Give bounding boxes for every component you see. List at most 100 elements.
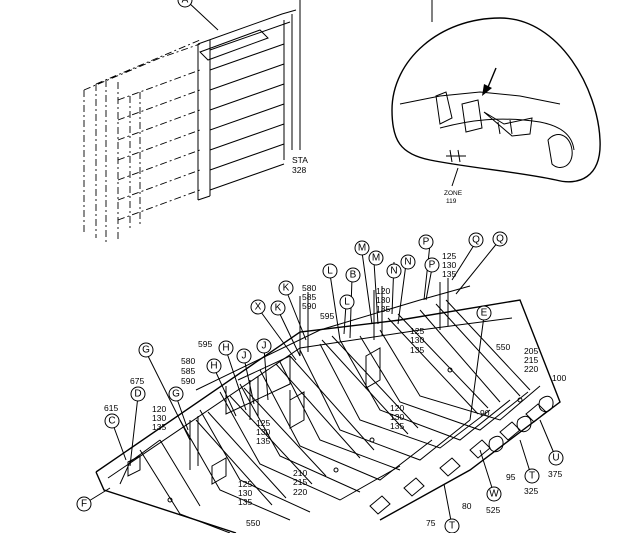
callout-e: E (476, 305, 492, 321)
num-215: 215 (524, 355, 538, 365)
svg-text:Q: Q (472, 235, 480, 246)
svg-text:B: B (350, 270, 357, 281)
svg-text:K: K (283, 283, 290, 294)
svg-text:L: L (327, 266, 333, 277)
num-80: 80 (462, 501, 472, 511)
part-number-labels: 125 130 135 580 585 590 595 120 130 135 … (104, 251, 566, 528)
num-75: 75 (426, 518, 436, 528)
svg-text:P: P (429, 260, 436, 271)
num-120-mid: 120 (390, 403, 404, 413)
svg-text:D: D (134, 389, 141, 400)
num-125-n: 125 (410, 326, 424, 336)
callout-m2: M (368, 250, 384, 266)
num-215: 215 (293, 477, 307, 487)
num-135-j: 135 (256, 436, 270, 446)
num-95: 95 (506, 472, 516, 482)
num-120-left: 120 (152, 404, 166, 414)
callout-w: W (486, 486, 502, 502)
num-325: 325 (524, 486, 538, 496)
station-label-sta: STA (292, 155, 308, 165)
svg-text:C: C (108, 416, 115, 427)
num-135-m: 135 (376, 304, 390, 314)
svg-text:X: X (255, 302, 262, 313)
callout-p2: P (424, 257, 440, 273)
callout-j2: J (236, 348, 252, 364)
callout-b: B (345, 267, 361, 283)
callout-p1: P (418, 234, 434, 250)
callout-a (177, 0, 193, 8)
svg-text:F: F (81, 499, 87, 510)
callout-g2: G (168, 386, 184, 402)
callout-u: U (548, 450, 564, 466)
num-525: 525 (486, 505, 500, 515)
num-90: 90 (480, 408, 490, 418)
callout-j1: J (256, 338, 272, 354)
svg-text:P: P (423, 237, 430, 248)
callout-x: X (250, 299, 266, 315)
zone-label-119: 119 (446, 198, 457, 205)
num-375: 375 (548, 469, 562, 479)
zone-label-zone: ZONE (444, 190, 463, 197)
num-130-top: 130 (442, 260, 456, 270)
callout-k1: K (278, 280, 294, 296)
callout-g1: G (138, 342, 154, 358)
num-595-h: 595 (198, 339, 212, 349)
num-590-k: 590 (302, 301, 316, 311)
callout-q1: Q (468, 232, 484, 248)
svg-text:W: W (489, 489, 499, 500)
callout-t2: T (444, 518, 460, 533)
num-210: 210 (293, 468, 307, 478)
equipment-rack-view: A STA 328 (83, 0, 308, 244)
callout-l1: L (322, 263, 338, 279)
num-580-h: 580 (181, 356, 195, 366)
callout-t1: T (524, 468, 540, 484)
callout-k2: K (270, 300, 286, 316)
num-550-right: 550 (496, 342, 510, 352)
callout-c: C (104, 413, 120, 429)
aircraft-nose-locator-view: ZONE 119 (391, 0, 601, 205)
num-130-m: 130 (376, 295, 390, 305)
num-120-m: 120 (376, 286, 390, 296)
num-125-j: 125 (256, 418, 270, 428)
station-label-328: 328 (292, 165, 306, 175)
svg-text:N: N (404, 257, 411, 268)
num-220: 220 (524, 364, 538, 374)
callout-h1: H (218, 340, 234, 356)
num-130-mid: 130 (390, 412, 404, 422)
callout-n2: N (386, 263, 402, 279)
svg-text:J: J (242, 351, 247, 362)
num-100: 100 (552, 373, 566, 383)
callout-n1: N (400, 254, 416, 270)
num-675: 675 (130, 376, 144, 386)
svg-text:N: N (390, 266, 397, 277)
svg-text:T: T (529, 471, 535, 482)
num-135-top: 135 (442, 269, 456, 279)
num-135-n: 135 (410, 345, 424, 355)
num-130-n: 130 (410, 335, 424, 345)
num-595-k: 595 (320, 311, 334, 321)
callout-m1: M (354, 240, 370, 256)
num-585-h: 585 (181, 366, 195, 376)
num-135-left: 135 (152, 422, 166, 432)
callout-d: D (130, 386, 146, 402)
svg-text:J: J (262, 341, 267, 352)
num-585-k: 585 (302, 292, 316, 302)
callout-a-letter: A (182, 0, 189, 6)
callout-f: F (76, 496, 92, 512)
num-130-left: 130 (152, 413, 166, 423)
num-135-mid: 135 (390, 421, 404, 431)
callout-q2: Q (492, 231, 508, 247)
num-590-h: 590 (181, 376, 195, 386)
svg-text:M: M (372, 253, 380, 264)
rack-assembly-exploded-view (95, 278, 561, 533)
svg-text:H: H (210, 361, 217, 372)
callout-l2: L (339, 294, 355, 310)
svg-text:L: L (344, 297, 350, 308)
svg-text:G: G (142, 345, 150, 356)
svg-text:T: T (449, 521, 455, 532)
num-580-k: 580 (302, 283, 316, 293)
num-220-low: 220 (293, 487, 307, 497)
svg-text:H: H (222, 343, 229, 354)
num-130-j: 130 (256, 427, 270, 437)
